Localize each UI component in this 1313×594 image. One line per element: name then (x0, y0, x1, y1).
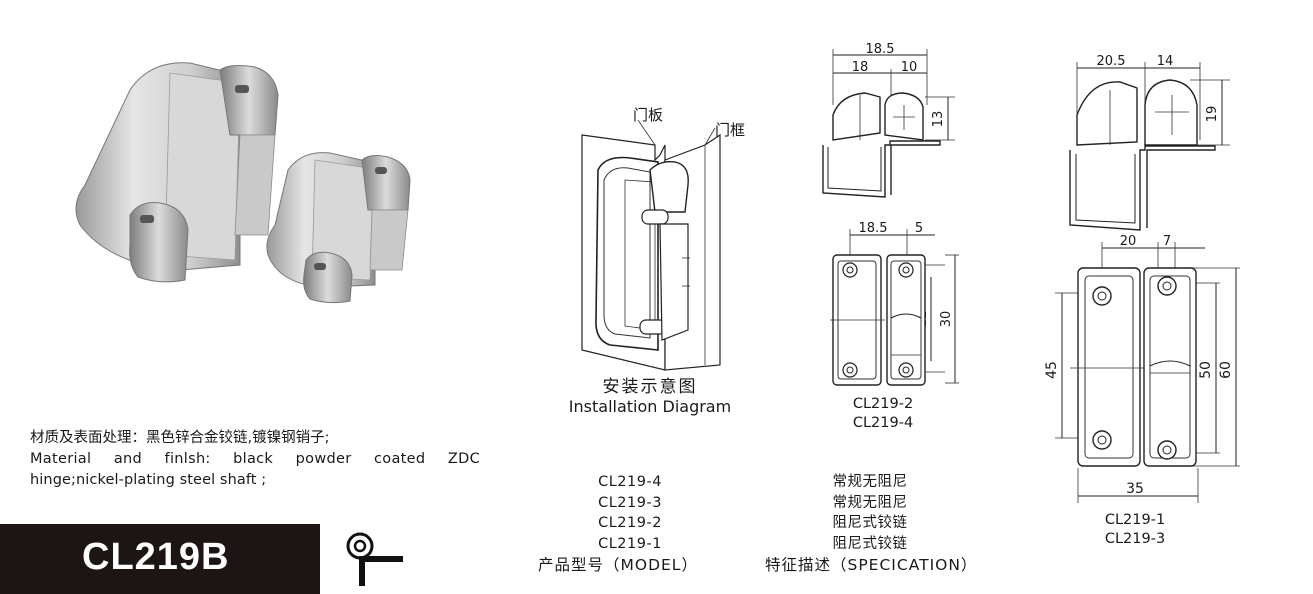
large-drawing-label: CL219-1 (1104, 512, 1166, 528)
small-drawing-labels: CL219-2 CL219-4 (843, 395, 923, 433)
dim-front-inner-large: 50 (1198, 361, 1214, 379)
dim-front-left: 18.5 (859, 221, 888, 236)
large-hinge-top-view: 20.5 14 19 (1069, 54, 1230, 231)
spec-list: 常规无阻尼 常规无阻尼 阻尼式铰链 阻尼式铰链 (815, 472, 925, 554)
large-drawing-labels: CL219-1 CL219-3 (1095, 511, 1175, 549)
model-item: CL219-3 (598, 494, 662, 511)
spec-item: 常规无阻尼 (832, 474, 908, 490)
model-header: 产品型号（MODEL） (538, 556, 698, 574)
installation-caption-en: Installation Diagram (568, 397, 732, 416)
spec-item: 阻尼式铰链 (832, 535, 908, 552)
model-title-bar: CL219B (0, 524, 320, 594)
small-hinge-render (266, 152, 411, 304)
large-hinge-front-view: 20 7 45 50 60 35 (1044, 234, 1240, 503)
dim-top-height-large: 19 (1205, 106, 1220, 123)
dim-front-right: 5 (915, 221, 923, 236)
installation-caption-cn: 安装示意图 (602, 377, 698, 397)
dim-top-overall: 18.5 (866, 42, 895, 57)
large-drawing-label: CL219-3 (1104, 531, 1166, 547)
dim-front-bottom: 35 (1126, 481, 1144, 497)
model-title: CL219B (82, 536, 230, 578)
dim-front-outer: 30 (939, 311, 954, 328)
model-item: CL219-4 (598, 474, 662, 490)
model-item: CL219-2 (598, 515, 662, 531)
dim-top-right: 10 (901, 60, 918, 75)
installation-diagram (581, 119, 721, 371)
dim-top-right-large: 14 (1157, 54, 1174, 69)
hinge-symbol-icon (346, 532, 403, 586)
dim-front-outer-large: 60 (1218, 361, 1234, 379)
small-drawing-label: CL219-2 (852, 396, 914, 412)
small-hinge-front-view: 18.5 5 22 30 (830, 221, 959, 386)
small-drawing-label: CL219-4 (852, 415, 914, 431)
dim-front-left-large: 20 (1120, 234, 1137, 249)
small-hinge-top-view: 18.5 18 10 13 (822, 42, 955, 198)
dim-top-left-large: 20.5 (1097, 54, 1126, 69)
material-en-line1: Material and finlsh: black powder coated… (30, 451, 480, 467)
dim-front-right-large: 7 (1163, 234, 1171, 249)
installation-caption: 安装示意图 Installation Diagram (555, 377, 745, 417)
dim-top-height: 13 (931, 111, 946, 128)
model-list: CL219-4 CL219-3 CL219-2 CL219-1 (580, 472, 680, 554)
spec-header: 特征描述（SPECICATION） (765, 556, 978, 574)
spec-item: 常规无阻尼 (832, 494, 908, 511)
large-hinge-render (75, 62, 279, 283)
label-door-frame: 门框 (715, 121, 746, 139)
product-photo (75, 62, 411, 304)
material-en-line2: hinge;nickel-plating steel shaft ; (30, 472, 267, 488)
label-door-panel: 门板 (633, 106, 664, 124)
material-description: 材质及表面处理：黑色锌合金铰链,镀镍钢销子; Material and finl… (30, 428, 480, 491)
spec-item: 阻尼式铰链 (832, 515, 908, 531)
dim-top-left: 18 (852, 60, 869, 75)
model-item: CL219-1 (598, 535, 662, 552)
material-cn: 材质及表面处理：黑色锌合金铰链,镀镍钢销子; (30, 430, 330, 446)
dim-front-left-height: 45 (1044, 361, 1060, 379)
